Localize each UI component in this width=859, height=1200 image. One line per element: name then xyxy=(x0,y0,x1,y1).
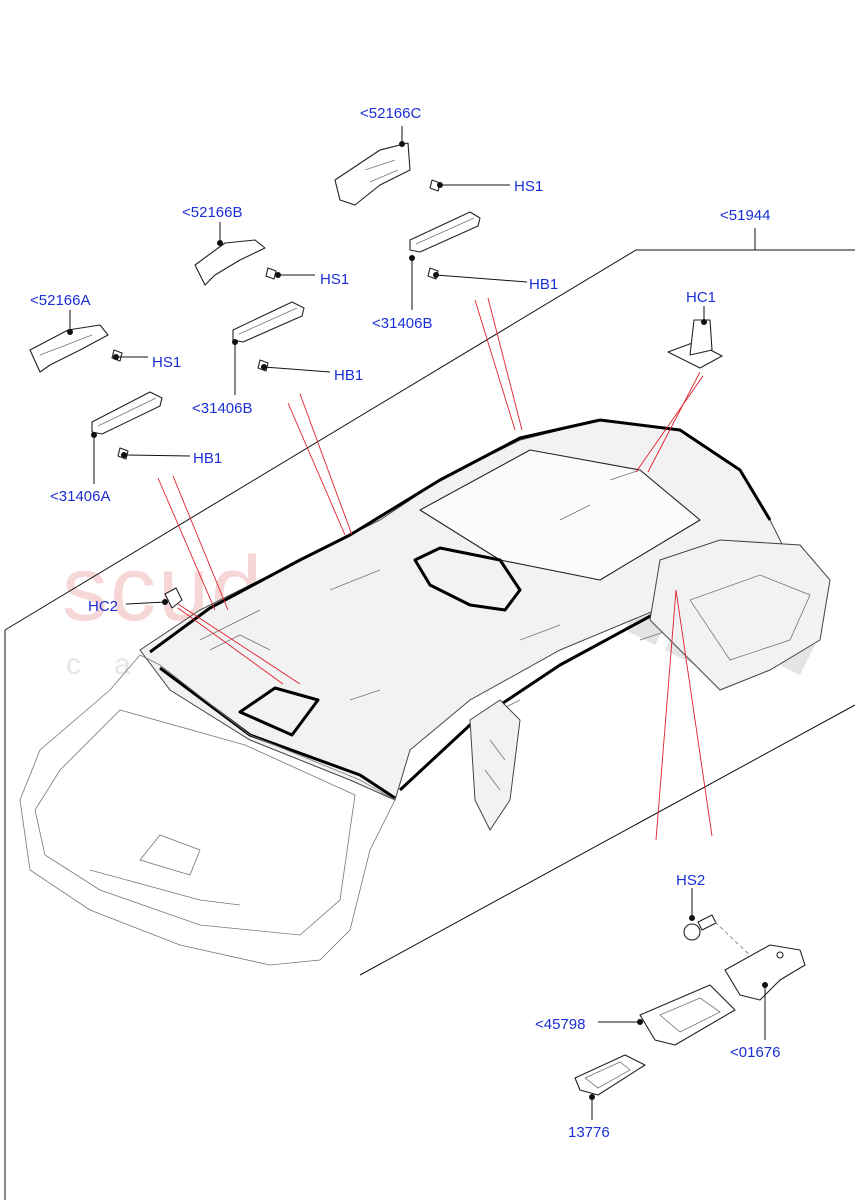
label-31406B-top: <31406B xyxy=(372,315,432,332)
bracket-52166B xyxy=(194,239,266,286)
label-hb1-left: HB1 xyxy=(193,450,222,467)
label-51944: <51944 xyxy=(720,207,770,224)
clip-hc2 xyxy=(164,587,183,609)
grab-handle-31406B-mid xyxy=(232,301,305,343)
label-45798: <45798 xyxy=(535,1016,585,1033)
windscreen-outline xyxy=(19,654,396,966)
label-hs1-top: HS1 xyxy=(514,178,543,195)
clip-hc1 xyxy=(667,319,723,369)
grab-handle-31406B-top xyxy=(409,211,481,253)
label-52166A: <52166A xyxy=(30,292,90,309)
label-13776: 13776 xyxy=(568,1124,610,1141)
label-01676: <01676 xyxy=(730,1044,780,1061)
screw-hs2 xyxy=(683,914,756,961)
label-hs1-left: HS1 xyxy=(152,354,181,371)
label-hs1-mid: HS1 xyxy=(320,271,349,288)
label-52166B: <52166B xyxy=(182,204,242,221)
headlining-panel xyxy=(139,418,791,801)
label-31406B-mid: <31406B xyxy=(192,400,252,417)
label-hb1-mid: HB1 xyxy=(334,367,363,384)
label-hb1-top: HB1 xyxy=(529,276,558,293)
screw-hs1-top xyxy=(429,179,441,192)
label-hs2: HS2 xyxy=(676,872,705,889)
label-31406A: <31406A xyxy=(50,488,110,505)
label-52166C: <52166C xyxy=(360,105,421,122)
lamp-lens-13776 xyxy=(574,1054,646,1096)
lamp-housing-45798 xyxy=(639,984,736,1046)
label-hc2: HC2 xyxy=(88,598,118,615)
callout-labels: <52166C HS1 <52166B <51944 HS1 HB1 HC1 <… xyxy=(30,105,780,1141)
grab-handle-31406A xyxy=(91,391,163,435)
screw-hs1-mid xyxy=(265,267,277,280)
headlining-assembly-frame xyxy=(4,228,856,1200)
leader-lines xyxy=(67,126,768,1120)
rear-pillar-area xyxy=(469,539,831,831)
red-indicator-lines xyxy=(157,297,713,841)
label-hc1: HC1 xyxy=(686,289,716,306)
bracket-01676 xyxy=(724,944,806,1001)
bracket-52166A xyxy=(29,324,109,373)
bracket-52166C xyxy=(334,142,411,206)
